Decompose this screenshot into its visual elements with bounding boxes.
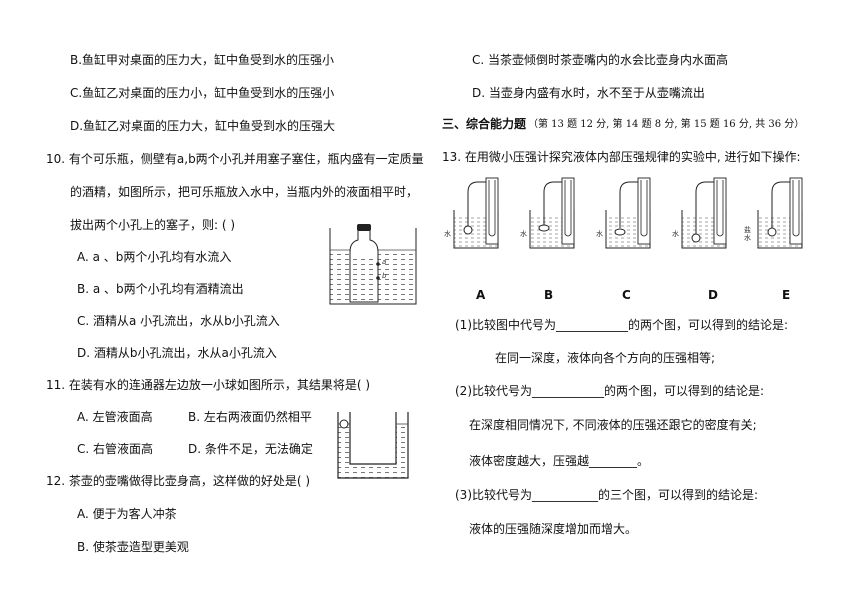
q13-part2-answer1: 在深度相同情况下, 不同液体的压强还跟它的密度有关; [469,418,757,432]
section-3-title: 三、综合能力题 [442,117,527,131]
q13-gauge-figures [453,177,803,249]
q10-bottle-figure [329,224,417,305]
q13-liquid-label-d: 水 [672,230,679,238]
q13-part1: (1)比较图中代号为____________的两个图，可以得到的结论是: [455,318,789,332]
q10-hole-b-label: b [382,272,387,280]
q10-option-d: D. 酒精从b小孔流出，水从a小孔流入 [77,346,277,360]
q9-option-b: B.鱼缸甲对桌面的压力大，缸中鱼受到水的压强小 [70,53,335,67]
q13-liquid-label-c: 水 [596,230,603,238]
q13-figure-label-c: C [622,288,631,302]
q13-part2-answer2: 液体密度越大，压强越________。 [469,454,650,468]
q10-stem-line3: 拔出两个小孔上的塞子，则: ( ) [70,218,236,232]
q12-option-d: D. 当壶身内盛有水时，水不至于从壶嘴流出 [472,86,705,100]
q13-figure-a [453,177,499,249]
section-3-note: （第 13 题 12 分, 第 14 题 8 分, 第 15 题 16 分, 共… [528,119,805,130]
q10-stem-line2: 的酒精，如图所示，把可乐瓶放入水中，当瓶内外的液面相平时， [70,185,419,199]
q13-figure-c [605,177,651,249]
q13-liquid-label-e: 盐水 [744,226,751,242]
q11-u-tube-figure [337,412,409,479]
q11-stem: 11. 在装有水的连通器左边放一小球如图所示，其结果将是( ) [46,378,371,392]
q12-option-c: C. 当茶壶倾倒时茶壶嘴内的水会比壶身内水面高 [472,53,729,67]
q12-option-b: B. 使茶壶造型更美观 [77,540,189,554]
q10-option-c: C. 酒精从a 小孔流出，水从b小孔流入 [77,314,280,328]
q13-part1-answer: 在同一深度，液体向各个方向的压强相等; [495,351,716,365]
q13-figure-label-b: B [544,288,554,302]
q11-option-b: B. 左右两液面仍然相平 [188,410,312,424]
q11-option-c: C. 右管液面高 [77,442,154,456]
q11-option-d: D. 条件不足，无法确定 [188,442,313,456]
q13-part3-answer: 液体的压强随深度增加而增大。 [469,522,638,536]
q13-liquid-label-b: 水 [520,230,527,238]
q13-liquid-label-a: 水 [444,230,451,238]
q11-option-a: A. 左管液面高 [77,410,153,424]
q13-figure-label-d: D [708,288,718,302]
q10-hole-a-label: a [382,258,387,266]
q9-option-d: D.鱼缸乙对桌面的压力大，缸中鱼受到水的压强大 [70,119,336,133]
q13-figure-b [529,177,575,249]
q10-option-a: A. a 、b两个小孔均有水流入 [77,250,232,264]
q10-stem-line1: 10. 有个可乐瓶，侧壁有a,b两个小孔并用塞子塞住，瓶内盛有一定质量 [46,152,424,166]
q13-part2: (2)比较代号为____________的两个图，可以得到的结论是: [455,384,765,398]
q13-figure-label-e: E [782,288,791,302]
q13-part3: (3)比较代号为___________的三个图，可以得到的结论是: [455,488,759,502]
q13-stem: 13. 在用微小压强计探究液体内部压强规律的实验中, 进行如下操作: [442,150,801,164]
q12-option-a: A. 便于为客人冲茶 [77,507,177,521]
q13-figure-label-a: A [476,288,486,302]
q10-option-b: B. a 、b两个小孔均有酒精流出 [77,282,244,296]
q9-option-c: C.鱼缸乙对桌面的压力小，缸中鱼受到水的压强小 [70,86,335,100]
q13-figure-d [681,177,727,249]
q12-stem: 12. 茶壶的壶嘴做得比壶身高，这样做的好处是( ) [46,474,311,488]
q13-figure-e [757,177,803,249]
